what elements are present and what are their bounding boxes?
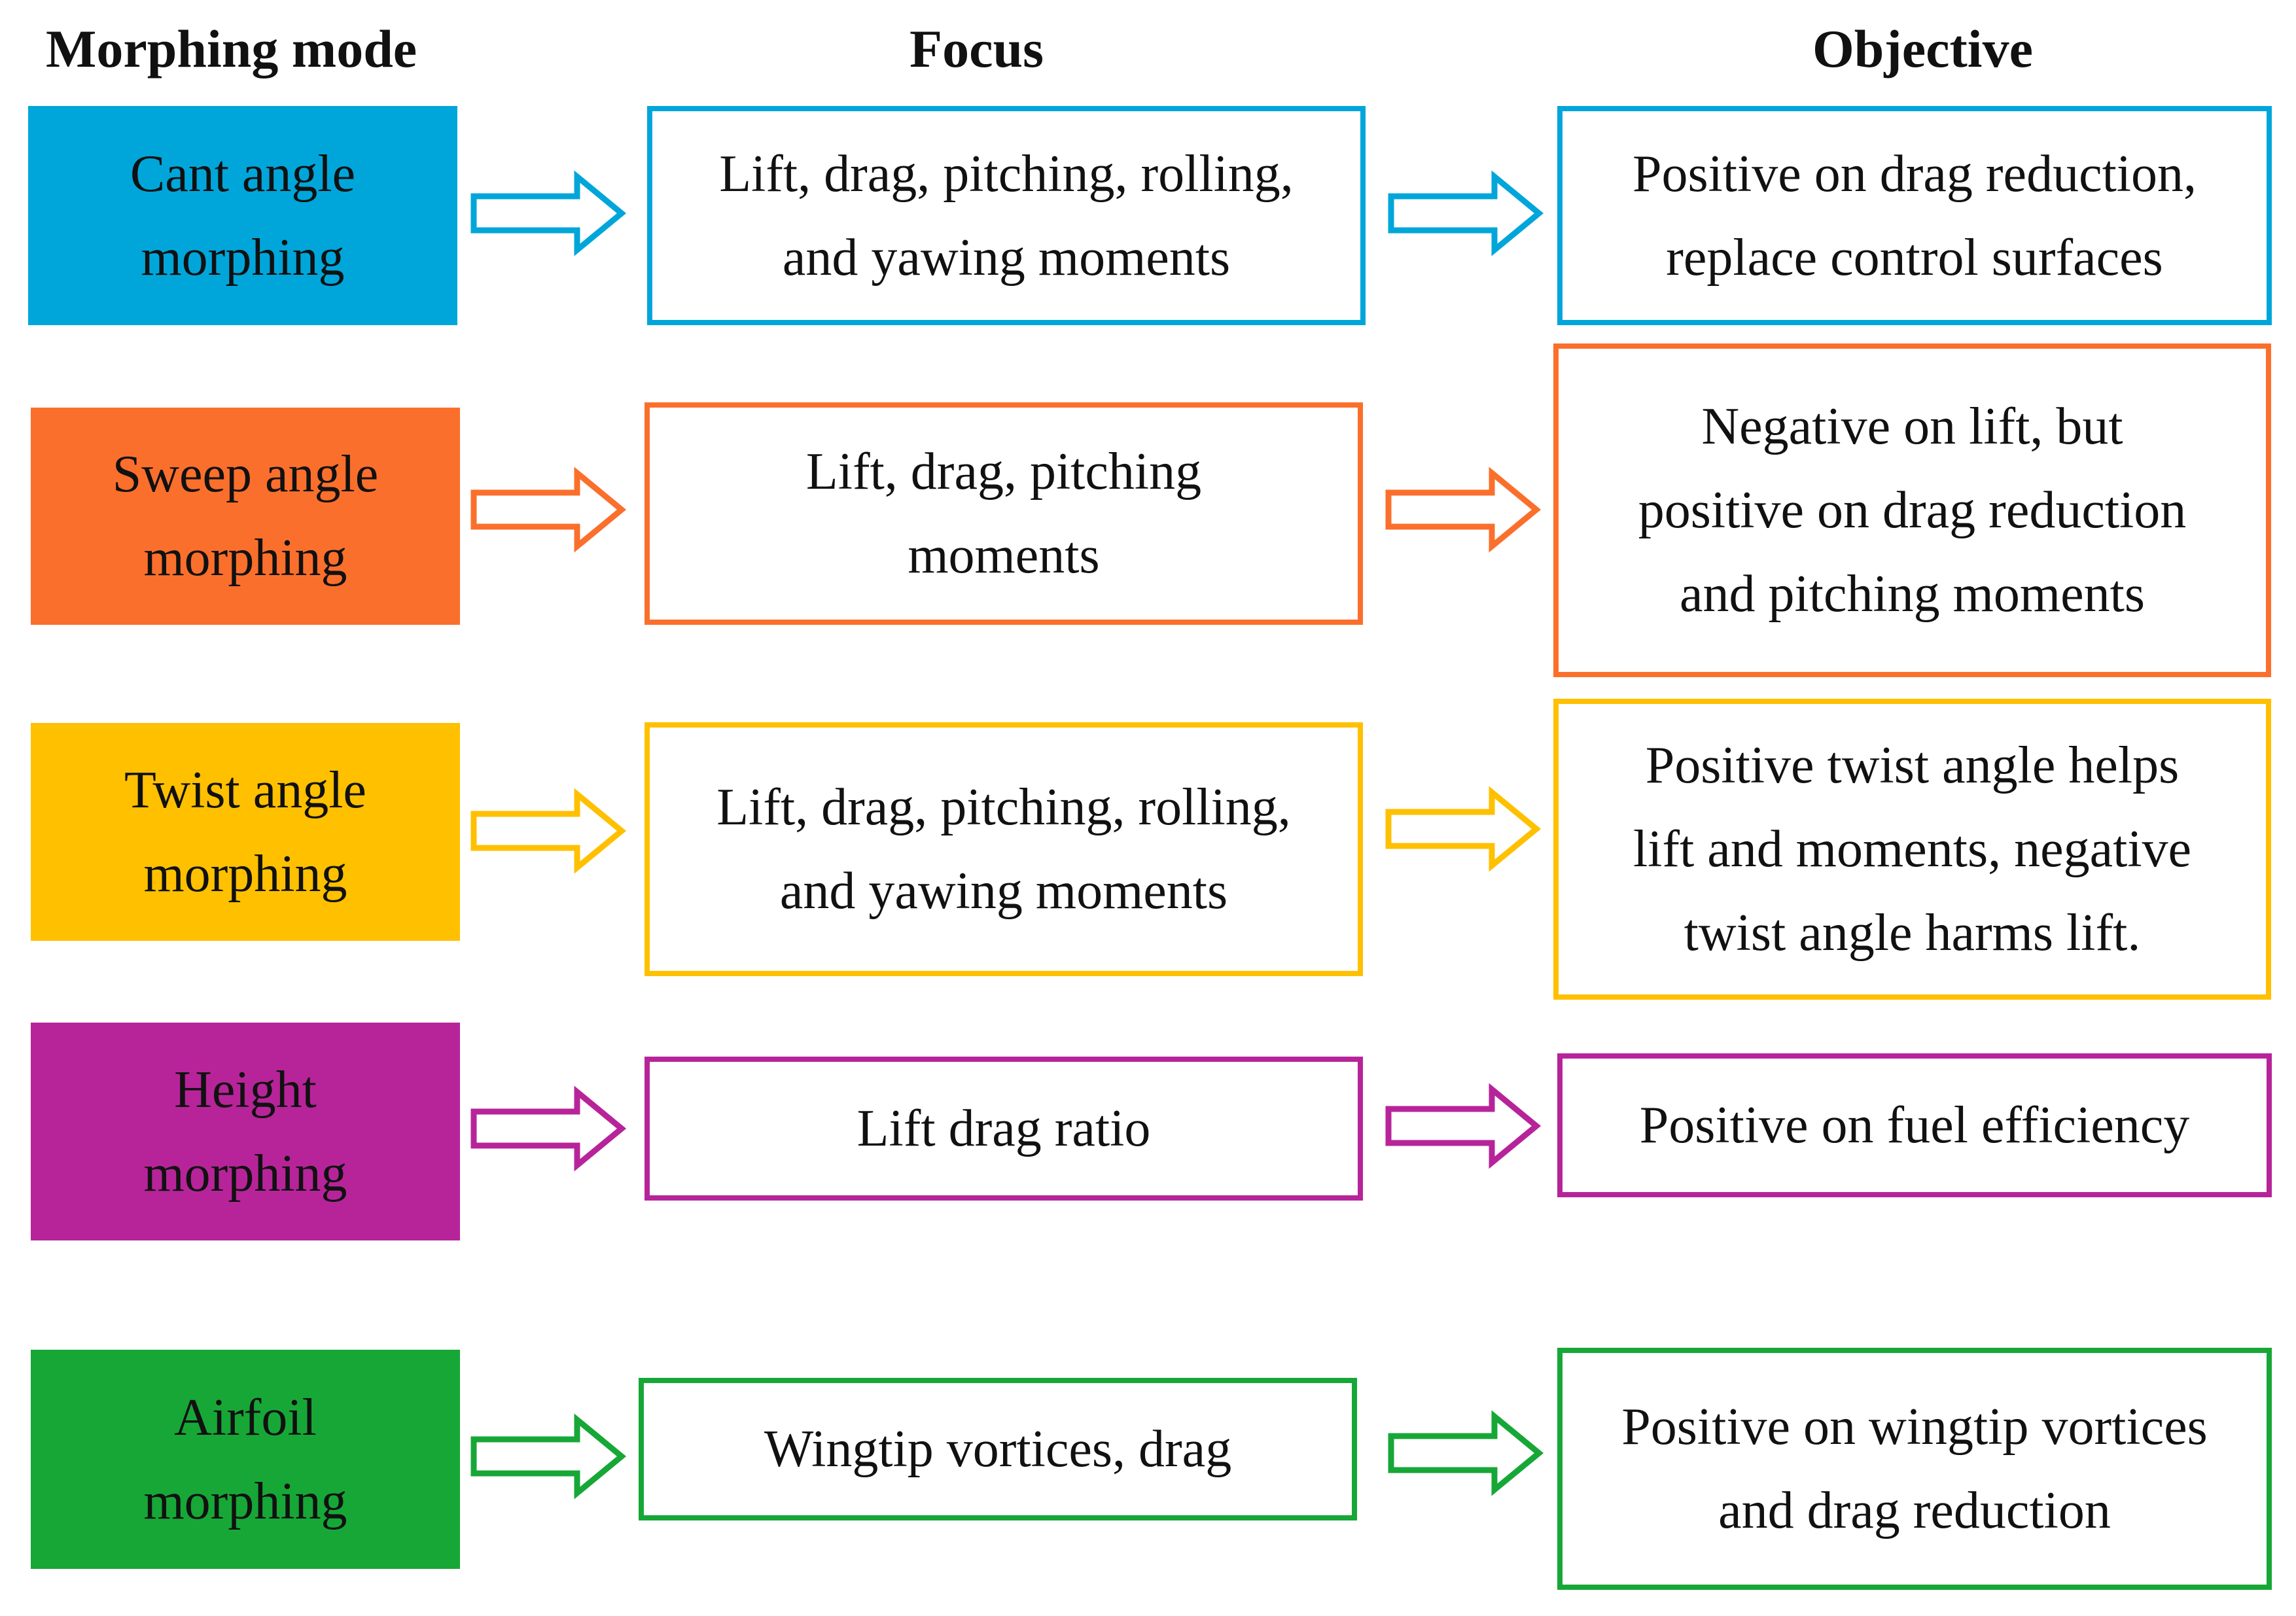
mode-box-twist-angle: Twist angle morphing <box>31 723 460 941</box>
objective-box-twist-angle: Positive twist angle helps lift and mome… <box>1553 699 2271 1000</box>
mode-box-sweep-angle: Sweep angle morphing <box>31 408 460 625</box>
arrow-right-icon <box>470 788 627 874</box>
header-objective: Objective <box>1812 19 2033 79</box>
objective-box-airfoil: Positive on wingtip vortices and drag re… <box>1557 1348 2272 1590</box>
arrow-right-icon <box>470 1085 627 1172</box>
arrow-right-icon <box>470 1413 627 1500</box>
objective-box-cant-angle: Positive on drag reduction, replace cont… <box>1557 106 2272 325</box>
mode-label: Twist angle morphing <box>124 761 366 903</box>
header-focus: Focus <box>910 19 1044 79</box>
mode-label: Height morphing <box>143 1061 347 1203</box>
mode-label: Airfoil morphing <box>143 1388 347 1530</box>
arrow-right-icon <box>470 170 627 256</box>
mode-box-airfoil: Airfoil morphing <box>31 1350 460 1569</box>
arrow-right-icon <box>1388 170 1544 256</box>
focus-label: Lift, drag, pitching, rolling, and yawin… <box>719 145 1294 287</box>
focus-box-sweep-angle: Lift, drag, pitching moments <box>645 402 1363 625</box>
mode-label: Sweep angle morphing <box>112 446 379 587</box>
focus-box-cant-angle: Lift, drag, pitching, rolling, and yawin… <box>647 106 1366 325</box>
focus-label: Lift drag ratio <box>857 1100 1151 1157</box>
objective-box-height: Positive on fuel efficiency <box>1557 1053 2272 1197</box>
header-morphing-mode: Morphing mode <box>46 19 417 79</box>
objective-label: Positive on fuel efficiency <box>1639 1097 2190 1154</box>
arrow-right-icon <box>1385 1083 1542 1169</box>
objective-box-sweep-angle: Negative on lift, but positive on drag r… <box>1553 343 2271 677</box>
focus-box-airfoil: Wingtip vortices, drag <box>639 1378 1357 1520</box>
focus-label: Lift, drag, pitching moments <box>805 443 1202 584</box>
objective-label: Positive on wingtip vortices and drag re… <box>1621 1398 2208 1539</box>
arrow-right-icon <box>1385 786 1542 872</box>
arrow-right-icon <box>1385 466 1542 553</box>
objective-label: Positive on drag reduction, replace cont… <box>1632 145 2197 287</box>
arrow-right-icon <box>470 466 627 553</box>
focus-label: Lift, drag, pitching, rolling, and yawin… <box>716 779 1291 920</box>
focus-box-height: Lift drag ratio <box>645 1057 1363 1201</box>
mode-box-cant-angle: Cant angle morphing <box>28 106 457 325</box>
focus-label: Wingtip vortices, drag <box>764 1420 1232 1478</box>
mode-box-height: Height morphing <box>31 1023 460 1240</box>
focus-box-twist-angle: Lift, drag, pitching, rolling, and yawin… <box>645 722 1363 976</box>
objective-label: Positive twist angle helps lift and mome… <box>1633 737 2192 962</box>
objective-label: Negative on lift, but positive on drag r… <box>1638 398 2187 623</box>
arrow-right-icon <box>1388 1410 1544 1496</box>
mode-label: Cant angle morphing <box>130 145 356 287</box>
